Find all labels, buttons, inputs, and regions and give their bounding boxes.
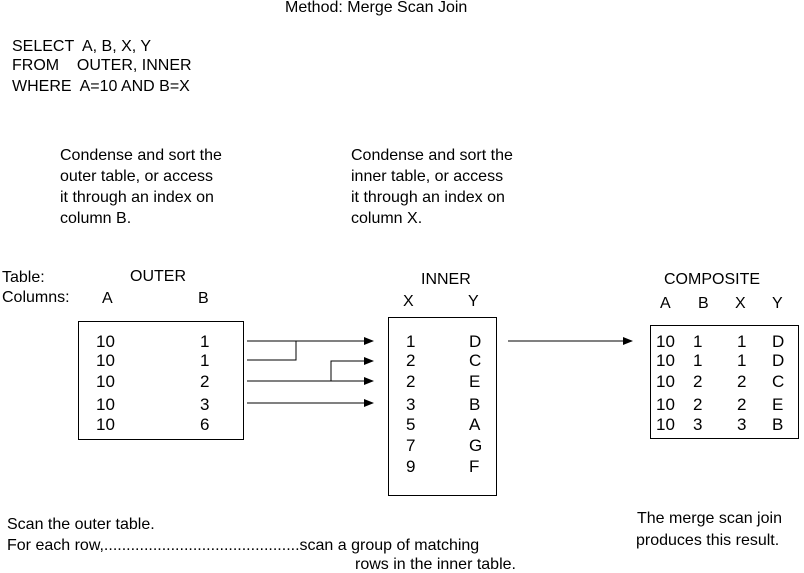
composite-table-cell: C	[772, 372, 785, 391]
composite-table-box	[650, 325, 799, 439]
composite-table-cell: 2	[737, 372, 747, 391]
composite-table-cell: 10	[656, 332, 675, 351]
inner-table-cell: 5	[406, 415, 416, 434]
composite-table-cell: 10	[656, 415, 675, 434]
composite-table-cell: 2	[737, 395, 747, 414]
bottom-right-line-1: The merge scan join	[637, 510, 782, 527]
diagram-title: Method: Merge Scan Join	[285, 0, 468, 16]
composite-table-cell: 2	[693, 395, 703, 414]
inner-table-cell: B	[469, 395, 481, 414]
inner-note-line-1: Condense and sort the	[351, 147, 513, 164]
inner-table-cell: 2	[406, 372, 416, 391]
sql-line-from: FROM OUTER, INNER	[12, 57, 192, 74]
composite-table-cell: 10	[656, 372, 675, 391]
composite-col-x: X	[735, 295, 746, 312]
composite-table-cell: 1	[693, 351, 703, 370]
composite-table-name: COMPOSITE	[664, 271, 761, 288]
outer-table-box	[78, 321, 244, 440]
composite-table-cell: 3	[737, 415, 747, 434]
outer-table-cell: 10	[96, 351, 115, 370]
composite-col-a: A	[660, 295, 671, 312]
composite-col-b: B	[698, 295, 709, 312]
composite-table-cell: D	[772, 332, 785, 351]
outer-note-line-3: it through an index on	[60, 189, 214, 206]
inner-table-cell: A	[469, 415, 481, 434]
composite-table-cell: D	[772, 351, 785, 370]
arrow-b1-row2-branch	[247, 341, 297, 361]
composite-table-cell: 10	[656, 351, 675, 370]
composite-table-cell: 1	[737, 351, 747, 370]
outer-table-cell: 1	[200, 332, 210, 351]
composite-table-cell: 1	[737, 332, 747, 351]
outer-table-cell: 1	[200, 351, 210, 370]
inner-note-line-3: it through an index on	[351, 189, 505, 206]
inner-col-y: Y	[468, 293, 479, 310]
composite-col-y: Y	[772, 295, 783, 312]
outer-table-cell: 3	[200, 395, 210, 414]
table-label: Table:	[2, 269, 45, 286]
outer-table-name: OUTER	[130, 268, 186, 285]
inner-table-cell: 1	[406, 332, 416, 351]
bottom-left-line-3: rows in the inner table.	[355, 556, 516, 573]
outer-table-cell: 2	[200, 372, 210, 391]
outer-table-cell: 10	[96, 415, 115, 434]
inner-table-cell: E	[469, 372, 481, 391]
outer-col-b: B	[198, 290, 209, 307]
outer-table-cell: 10	[96, 332, 115, 351]
outer-note-line-2: outer table, or access	[60, 168, 213, 185]
sql-line-select: SELECT A, B, X, Y	[12, 38, 152, 55]
inner-note-line-4: column X.	[351, 210, 423, 227]
inner-col-x: X	[403, 293, 414, 310]
bottom-left-line-2: For each row,...........................…	[7, 537, 480, 554]
outer-note-line-4: column B.	[60, 210, 132, 227]
sql-line-where: WHERE A=10 AND B=X	[12, 78, 190, 95]
columns-label: Columns:	[2, 289, 70, 306]
inner-table-box	[388, 317, 497, 496]
outer-table-cell: 6	[200, 415, 210, 434]
composite-table-cell: E	[772, 395, 784, 414]
inner-table-cell: F	[469, 457, 480, 476]
inner-table-cell: G	[469, 436, 483, 455]
outer-col-a: A	[102, 290, 113, 307]
inner-table-cell: 3	[406, 395, 416, 414]
inner-table-cell: 2	[406, 351, 416, 370]
arrow-b2-first-branch	[330, 357, 374, 381]
composite-table-cell: 3	[693, 415, 703, 434]
outer-table-cell: 10	[96, 395, 115, 414]
outer-table-cell: 10	[96, 372, 115, 391]
inner-table-cell: D	[469, 332, 482, 351]
composite-table-cell: 1	[693, 332, 703, 351]
inner-table-name: INNER	[421, 271, 471, 288]
composite-table-cell: B	[772, 415, 784, 434]
inner-table-cell: 7	[406, 436, 416, 455]
inner-table-cell: C	[469, 351, 482, 370]
outer-note-line-1: Condense and sort the	[60, 147, 222, 164]
bottom-right-line-2: produces this result.	[636, 532, 780, 549]
inner-note-line-2: inner table, or access	[351, 168, 504, 185]
bottom-left-line-1: Scan the outer table.	[7, 516, 155, 533]
composite-table-cell: 10	[656, 395, 675, 414]
composite-table-cell: 2	[693, 372, 703, 391]
inner-table-cell: 9	[406, 457, 416, 476]
